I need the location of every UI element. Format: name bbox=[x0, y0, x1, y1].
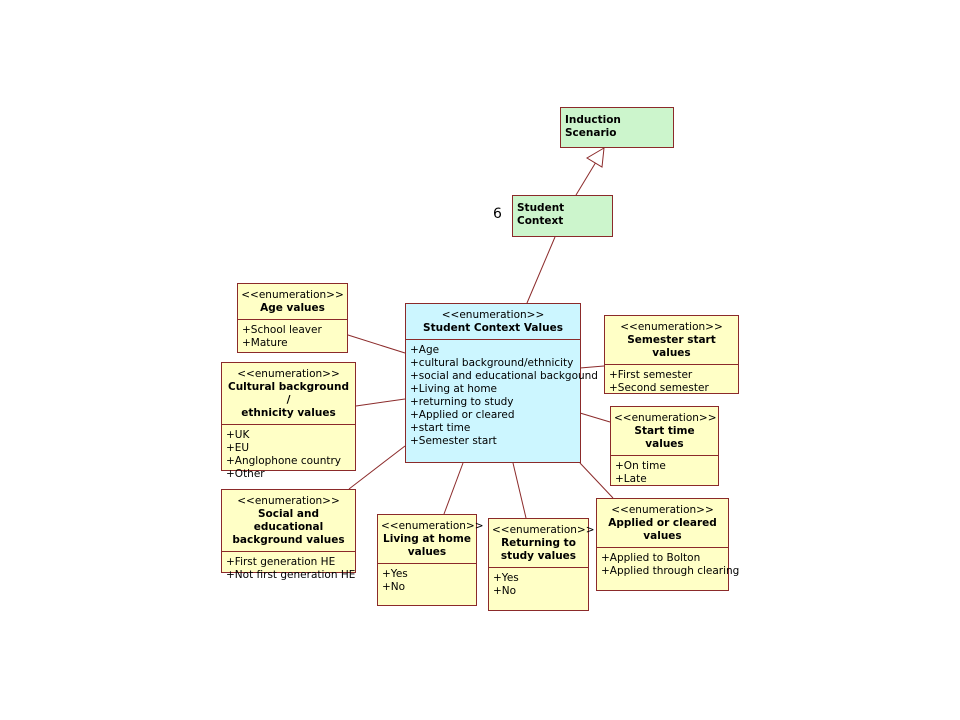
class-title: Living at home bbox=[383, 533, 471, 545]
attribute-item: +Anglophone country bbox=[226, 455, 341, 467]
attribute-item: +Not first generation HE bbox=[226, 569, 356, 581]
class-title: Social and educational bbox=[253, 508, 324, 533]
attribute-list: +On time +Late bbox=[611, 456, 718, 490]
attribute-item: +Applied or cleared bbox=[410, 409, 515, 421]
class-header: <<enumeration>> Returning to study value… bbox=[489, 519, 595, 568]
stereotype-label: <<enumeration>> bbox=[441, 309, 545, 321]
semester-start-values-class[interactable]: <<enumeration>> Semester start values +F… bbox=[604, 315, 739, 394]
living-at-home-values-class[interactable]: <<enumeration>> Living at home values +Y… bbox=[377, 514, 484, 606]
class-header: <<enumeration>> Living at home values bbox=[378, 515, 484, 564]
start-time-values-class[interactable]: <<enumeration>> Start time values +On ti… bbox=[610, 406, 719, 486]
class-title: Returning to bbox=[501, 537, 576, 549]
stereotype-label: <<enumeration>> bbox=[614, 412, 717, 424]
class-title: values bbox=[643, 530, 682, 542]
stereotype-label: <<enumeration>> bbox=[241, 289, 344, 301]
attribute-item: +Applied through clearing bbox=[601, 565, 740, 577]
attribute-item: +First semester bbox=[609, 369, 693, 381]
attribute-item: +Age bbox=[410, 344, 440, 356]
attribute-item: +On time bbox=[615, 460, 666, 472]
attribute-list: +UK +EU +Anglophone country +Other bbox=[222, 425, 355, 485]
class-title: Cultural background / bbox=[228, 381, 349, 406]
living-association-line bbox=[443, 462, 464, 515]
student-context-values-class[interactable]: <<enumeration>> Student Context Values +… bbox=[405, 303, 598, 463]
attribute-item: +social and educational backgound bbox=[410, 370, 598, 382]
attribute-item: +Second semester bbox=[609, 382, 709, 394]
attribute-list: +First generation HE +Not first generati… bbox=[222, 552, 355, 586]
generalization-line bbox=[575, 161, 597, 196]
social-association-line bbox=[348, 445, 406, 490]
class-header: <<enumeration>> Start time values bbox=[611, 407, 718, 456]
stereotype-label: <<enumeration>> bbox=[492, 524, 595, 536]
attribute-list: +Age +cultural background/ethnicity +soc… bbox=[406, 340, 598, 452]
class-header: Student Context bbox=[513, 196, 612, 234]
attribute-item: +No bbox=[382, 581, 406, 593]
generalization-arrowhead bbox=[586, 147, 605, 168]
attribute-item: +start time bbox=[410, 422, 471, 434]
induction-scenario-class[interactable]: Induction Scenario bbox=[560, 107, 674, 148]
student-context-class[interactable]: Student Context bbox=[512, 195, 613, 237]
class-title: Applied or cleared bbox=[608, 517, 717, 529]
semester-association-line bbox=[579, 365, 605, 369]
attribute-item: +returning to study bbox=[410, 396, 514, 408]
stereotype-label: <<enumeration>> bbox=[237, 495, 340, 507]
attribute-item: +Mature bbox=[242, 337, 288, 349]
class-header: Induction Scenario bbox=[561, 108, 673, 146]
class-title: values bbox=[407, 546, 447, 558]
class-header: <<enumeration>> Student Context Values bbox=[406, 304, 580, 340]
class-title: study values bbox=[500, 550, 577, 562]
attribute-item: +UK bbox=[226, 429, 250, 441]
attribute-item: +Semester start bbox=[410, 435, 497, 447]
attribute-item: +No bbox=[493, 585, 517, 597]
returning-to-study-values-class[interactable]: <<enumeration>> Returning to study value… bbox=[488, 518, 595, 611]
start-time-association-line bbox=[579, 412, 611, 423]
class-title: Student Context bbox=[517, 202, 565, 227]
age-association-line bbox=[347, 334, 406, 354]
class-header: <<enumeration>> Applied or cleared value… bbox=[597, 499, 728, 548]
stereotype-label: <<enumeration>> bbox=[237, 368, 340, 380]
attribute-item: +Applied to Bolton bbox=[601, 552, 701, 564]
attribute-item: +Yes bbox=[493, 572, 519, 584]
stereotype-label: <<enumeration>> bbox=[611, 504, 714, 516]
returning-association-line bbox=[512, 462, 527, 519]
age-values-class[interactable]: <<enumeration>> Age values +School leave… bbox=[237, 283, 348, 353]
class-title: Induction Scenario bbox=[565, 114, 621, 139]
attribute-item: +EU bbox=[226, 442, 250, 454]
class-title: background values bbox=[232, 534, 345, 546]
class-header: <<enumeration>> Age values bbox=[238, 284, 347, 320]
social-educational-values-class[interactable]: <<enumeration>> Social and educational b… bbox=[221, 489, 356, 581]
attribute-item: +Late bbox=[615, 473, 647, 485]
stereotype-label: <<enumeration>> bbox=[381, 520, 484, 532]
class-header: <<enumeration>> Social and educational b… bbox=[222, 490, 355, 552]
class-title: Start time values bbox=[634, 425, 695, 450]
class-title: ethnicity values bbox=[241, 407, 336, 419]
applied-association-line bbox=[579, 462, 614, 499]
cultural-association-line bbox=[355, 398, 406, 407]
attribute-item: +cultural background/ethnicity bbox=[410, 357, 574, 369]
attribute-list: +Yes +No bbox=[489, 568, 588, 602]
class-header: <<enumeration>> Cultural background / et… bbox=[222, 363, 355, 425]
attribute-item: +Other bbox=[226, 468, 265, 480]
attribute-item: +Living at home bbox=[410, 383, 498, 395]
attribute-list: +School leaver +Mature bbox=[238, 320, 347, 354]
attribute-list: +Applied to Bolton +Applied through clea… bbox=[597, 548, 740, 582]
multiplicity-label: 6 bbox=[493, 206, 502, 222]
attribute-item: +Yes bbox=[382, 568, 408, 580]
stereotype-label: <<enumeration>> bbox=[620, 321, 723, 333]
cultural-background-values-class[interactable]: <<enumeration>> Cultural background / et… bbox=[221, 362, 356, 480]
attribute-list: +First semester +Second semester bbox=[605, 365, 738, 399]
class-title: Semester start values bbox=[627, 334, 716, 359]
applied-or-cleared-values-class[interactable]: <<enumeration>> Applied or cleared value… bbox=[596, 498, 740, 591]
class-header: <<enumeration>> Semester start values bbox=[605, 316, 738, 365]
attribute-item: +First generation HE bbox=[226, 556, 336, 568]
context-association-line bbox=[526, 236, 556, 304]
class-title: Age values bbox=[260, 302, 325, 314]
attribute-list: +Yes +No bbox=[378, 564, 476, 598]
class-title: Student Context Values bbox=[423, 322, 563, 334]
attribute-item: +School leaver bbox=[242, 324, 322, 336]
